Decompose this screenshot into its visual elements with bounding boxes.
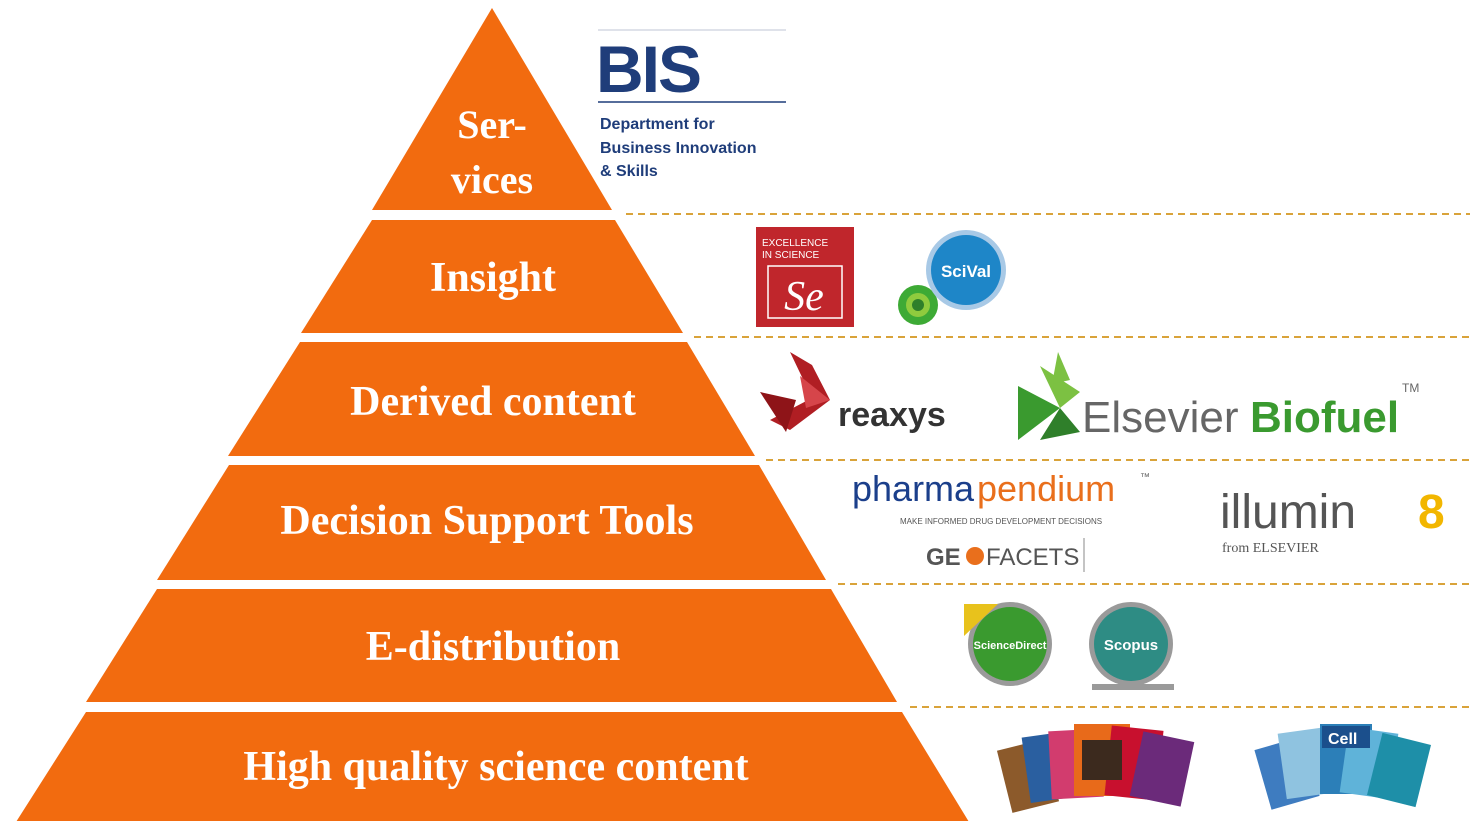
tier-decision-support-shape bbox=[157, 465, 826, 580]
tier-services-label-1: Ser- bbox=[457, 102, 527, 147]
illumin8-name-b: 8 bbox=[1418, 486, 1445, 539]
illumin8-byline: from ELSEVIER bbox=[1222, 541, 1319, 556]
tier-insight-shape bbox=[301, 220, 683, 333]
bis-logo-line3: & Skills bbox=[600, 163, 658, 180]
illumin8-name-a: illumin bbox=[1220, 486, 1356, 539]
excellence-logo-mark: Se bbox=[784, 274, 824, 320]
bis-logo: BIS Department for Business Innovation &… bbox=[596, 29, 786, 180]
pharmapendium-tagline: MAKE INFORMED DRUG DEVELOPMENT DECISIONS bbox=[900, 517, 1102, 526]
geofacets-name-b: FACETS bbox=[986, 544, 1079, 571]
bis-logo-line1: Department for bbox=[600, 116, 715, 133]
sciencedirect-logo: ScienceDirect bbox=[964, 602, 1052, 686]
pharmapendium-name-a: pharma bbox=[852, 468, 975, 509]
scival-logo-name: SciVal bbox=[941, 262, 991, 281]
tier-derived-content-shape bbox=[228, 342, 755, 456]
geofacets-name-a: GE bbox=[926, 544, 961, 571]
excellence-in-science-logo: EXCELLENCE IN SCIENCE Se bbox=[756, 227, 854, 327]
journal-covers-right-image: Cell bbox=[1254, 724, 1431, 810]
bis-logo-title: BIS bbox=[596, 32, 700, 106]
divider-lines bbox=[626, 213, 1470, 708]
geofacets-globe-icon bbox=[966, 547, 984, 565]
tier-science-content-shape bbox=[16, 712, 969, 821]
excellence-logo-line2: IN SCIENCE bbox=[762, 250, 820, 261]
tier-decision-support-label: Decision Support Tools bbox=[280, 498, 693, 544]
tier-services-label-2: vices bbox=[451, 157, 533, 202]
bis-logo-line2: Business Innovation bbox=[600, 140, 756, 157]
sciencedirect-logo-name: ScienceDirect bbox=[974, 640, 1047, 652]
reaxys-logo-name: reaxys bbox=[838, 396, 946, 434]
illumin8-logo: illumin 8 from ELSEVIER bbox=[1220, 486, 1445, 556]
pyramid bbox=[16, 8, 969, 821]
pharmapendium-logo: pharma pendium ™ MAKE INFORMED DRUG DEVE… bbox=[852, 468, 1150, 526]
elsevier-biofuel-logo: Elsevier Biofuel TM bbox=[1018, 352, 1419, 442]
tier-e-distribution-shape bbox=[86, 589, 897, 702]
svg-text:Cell: Cell bbox=[1328, 731, 1357, 748]
reaxys-logo: reaxys bbox=[760, 352, 946, 434]
biofuel-logo-name-a: Elsevier bbox=[1082, 393, 1239, 442]
scopus-logo: Scopus bbox=[1089, 602, 1174, 690]
tier-e-distribution-label: E-distribution bbox=[366, 624, 620, 670]
tier-science-content-label: High quality science content bbox=[243, 744, 748, 790]
tier-insight-label: Insight bbox=[430, 255, 556, 301]
tier-services-shape bbox=[372, 8, 612, 210]
scopus-logo-name: Scopus bbox=[1104, 637, 1158, 654]
scival-logo: SciVal bbox=[898, 230, 1006, 325]
excellence-logo-line1: EXCELLENCE bbox=[762, 238, 828, 249]
tier-labels: Ser- vices Insight Derived content Decis… bbox=[243, 102, 748, 790]
journal-covers-left-image bbox=[996, 724, 1195, 813]
pharmapendium-name-b: pendium bbox=[977, 468, 1115, 509]
biofuel-logo-tm: TM bbox=[1402, 381, 1419, 395]
pharmapendium-tm: ™ bbox=[1140, 472, 1150, 483]
geofacets-logo: GE FACETS bbox=[926, 538, 1085, 572]
tier-derived-content-label: Derived content bbox=[350, 379, 636, 425]
biofuel-logo-name-b: Biofuel bbox=[1250, 393, 1399, 442]
